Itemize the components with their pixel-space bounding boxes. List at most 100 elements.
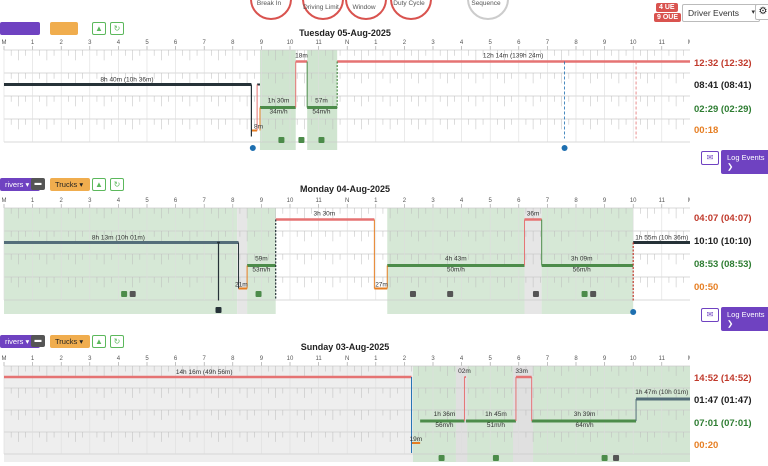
duration-label: 1h 36m: [434, 411, 456, 418]
day-chart-monday[interactable]: M1234567891011N1234567891011M8h 13m (10h…: [0, 194, 690, 318]
map-button[interactable]: ▲: [92, 335, 106, 348]
day-chart-tuesday[interactable]: M1234567891011N1234567891011M8h 40m (10h…: [0, 38, 690, 160]
log-events-label: Log Events: [727, 153, 765, 162]
truck-event-icon[interactable]: [129, 291, 136, 297]
document-event-icon[interactable]: [581, 291, 588, 297]
trucks-button[interactable]: Trucks ▾: [50, 335, 90, 348]
hour-tick-label: 5: [145, 198, 149, 204]
total-driving: 07:01 (07:01): [694, 418, 752, 429]
hour-tick-label: 8: [574, 198, 578, 204]
hour-tick-label: 7: [203, 40, 207, 46]
drivers-button[interactable]: rivers ▾: [0, 335, 40, 348]
document-event-icon[interactable]: [601, 455, 608, 461]
activity-shade: [4, 366, 413, 462]
top-drivers-button[interactable]: [0, 22, 40, 35]
top-refresh-button[interactable]: ↻: [110, 22, 124, 35]
activity-shade: [4, 208, 238, 314]
duration-label: 1h 45m: [485, 411, 507, 418]
hour-tick-label: M: [688, 356, 690, 362]
total-offduty: 14:52 (14:52): [694, 373, 752, 384]
trucks-label: Trucks: [55, 337, 78, 346]
caret-down-icon: ▾: [79, 180, 84, 189]
truck-event-icon[interactable]: [613, 455, 620, 461]
total-offduty: 12:32 (12:32): [694, 58, 752, 69]
oue-badge: 9 OUE: [654, 13, 682, 22]
top-map-button[interactable]: ▲: [92, 22, 106, 35]
truck-event-icon[interactable]: [590, 291, 597, 297]
truck-event-icon[interactable]: [409, 291, 416, 297]
comment-button[interactable]: ✉: [701, 308, 719, 322]
duration-label: 27m: [375, 282, 388, 289]
hour-tick-label: 11: [315, 40, 322, 46]
hour-tick-label: 4: [117, 40, 121, 46]
log-events-label: Log Events: [727, 310, 765, 319]
window-gauge-label: Window: [352, 4, 376, 11]
hour-tick-label: 4: [460, 198, 464, 204]
chat-icon: ✉: [706, 310, 714, 319]
drivers-button[interactable]: rivers ▾: [0, 178, 40, 191]
document-event-icon[interactable]: [121, 291, 128, 297]
document-event-icon[interactable]: [438, 455, 445, 461]
hour-tick-label: 9: [260, 40, 264, 46]
hour-tick-label: 5: [489, 40, 493, 46]
comment-button[interactable]: ✉: [701, 151, 719, 165]
location-marker[interactable]: [630, 309, 637, 315]
hour-tick-label: 6: [174, 356, 178, 362]
document-event-icon[interactable]: [492, 455, 499, 461]
hour-tick-label: 5: [489, 198, 493, 204]
location-marker[interactable]: [561, 145, 568, 151]
speed-label: 64m/h: [576, 422, 594, 429]
day-chart-sunday[interactable]: M1234567891011N1234567891011M14h 16m (49…: [0, 352, 690, 466]
duration-label: 3h 39m: [574, 411, 596, 418]
duration-label: 8m: [254, 124, 263, 131]
map-button[interactable]: ▲: [92, 178, 106, 191]
document-event-icon[interactable]: [278, 137, 285, 143]
truck-icon[interactable]: ▬: [31, 178, 45, 190]
eld-event-icon[interactable]: [215, 307, 222, 313]
total-offduty: 04:07 (04:07): [694, 213, 752, 224]
total-onduty: 00:20: [694, 440, 719, 451]
hour-tick-label: 3: [88, 198, 92, 204]
caret-down-icon: ▾: [25, 337, 30, 346]
hour-tick-label: 3: [88, 40, 92, 46]
hour-tick-label: 2: [60, 198, 64, 204]
hour-tick-label: 4: [460, 40, 464, 46]
document-event-icon[interactable]: [298, 137, 305, 143]
trucks-button[interactable]: Trucks ▾: [50, 178, 90, 191]
refresh-button[interactable]: ↻: [110, 335, 124, 348]
truck-event-icon[interactable]: [532, 291, 539, 297]
chevron-right-icon: ❯: [727, 319, 734, 328]
hour-tick-label: 10: [287, 198, 294, 204]
hour-tick-label: 4: [460, 356, 464, 362]
refresh-button[interactable]: ↻: [110, 178, 124, 191]
log-events-button[interactable]: Log Events ❯: [721, 307, 768, 331]
hour-tick-label: 1: [31, 356, 35, 362]
truck-icon[interactable]: ▬: [31, 335, 45, 347]
duration-label: 3h 30m: [313, 211, 335, 218]
hour-tick-label: 10: [630, 356, 637, 362]
driver-events-select[interactable]: Driver Events ▾: [682, 4, 760, 22]
hour-tick-label: M: [2, 356, 7, 362]
document-event-icon[interactable]: [255, 291, 262, 297]
hour-tick-label: 10: [630, 198, 637, 204]
log-events-button[interactable]: Log Events ❯: [721, 150, 768, 174]
duration-label: 1h 47m (10h 01m): [635, 389, 688, 396]
hour-tick-label: N: [345, 198, 349, 204]
gear-icon[interactable]: ⚙: [755, 4, 768, 20]
hour-tick-label: 6: [517, 198, 521, 204]
document-event-icon[interactable]: [318, 137, 325, 143]
chevron-right-icon: ❯: [727, 162, 734, 171]
chevron-down-icon: ▾: [751, 9, 755, 16]
activity-shade: [307, 50, 338, 150]
truck-event-icon[interactable]: [447, 291, 454, 297]
location-marker[interactable]: [249, 145, 256, 151]
day-title: Sunday 03-Aug-2025: [300, 342, 390, 352]
hour-tick-label: 4: [117, 198, 121, 204]
hour-tick-label: 6: [174, 40, 178, 46]
hour-tick-label: 10: [287, 356, 294, 362]
top-trucks-button[interactable]: [50, 22, 78, 35]
hour-tick-label: 3: [431, 356, 435, 362]
hour-tick-label: N: [345, 356, 349, 362]
top-status-strip: Break In Driving Limit Window Duty Cycle…: [0, 0, 768, 38]
hour-tick-label: 1: [374, 198, 378, 204]
